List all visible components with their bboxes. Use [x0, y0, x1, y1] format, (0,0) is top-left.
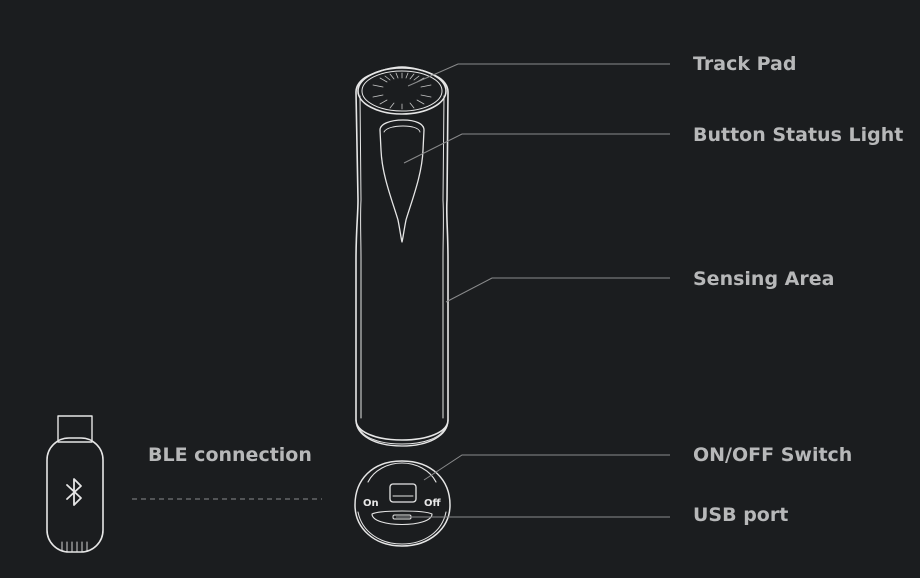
ble-dongle — [46, 415, 104, 553]
callout-button-status-light — [403, 133, 670, 164]
callout-track-pad — [407, 63, 670, 87]
label-ble-connection: BLE connection — [148, 444, 312, 466]
label-track-pad: Track Pad — [693, 53, 797, 75]
track-pad — [357, 67, 447, 115]
base-module — [354, 460, 451, 547]
device-body — [355, 66, 449, 447]
label-sensing-area: Sensing Area — [693, 268, 835, 290]
button-status-light — [379, 119, 425, 243]
switch-off-label: Off — [424, 498, 442, 509]
bluetooth-icon — [66, 478, 82, 506]
label-button-status-light: Button Status Light — [693, 124, 904, 146]
label-usb-port: USB port — [693, 504, 789, 526]
callout-sensing-area — [445, 277, 670, 303]
callout-lines — [396, 63, 670, 518]
label-on-off-switch: ON/OFF Switch — [693, 444, 853, 466]
switch-on-label: On — [363, 498, 379, 509]
callout-on-off-switch — [423, 454, 670, 481]
